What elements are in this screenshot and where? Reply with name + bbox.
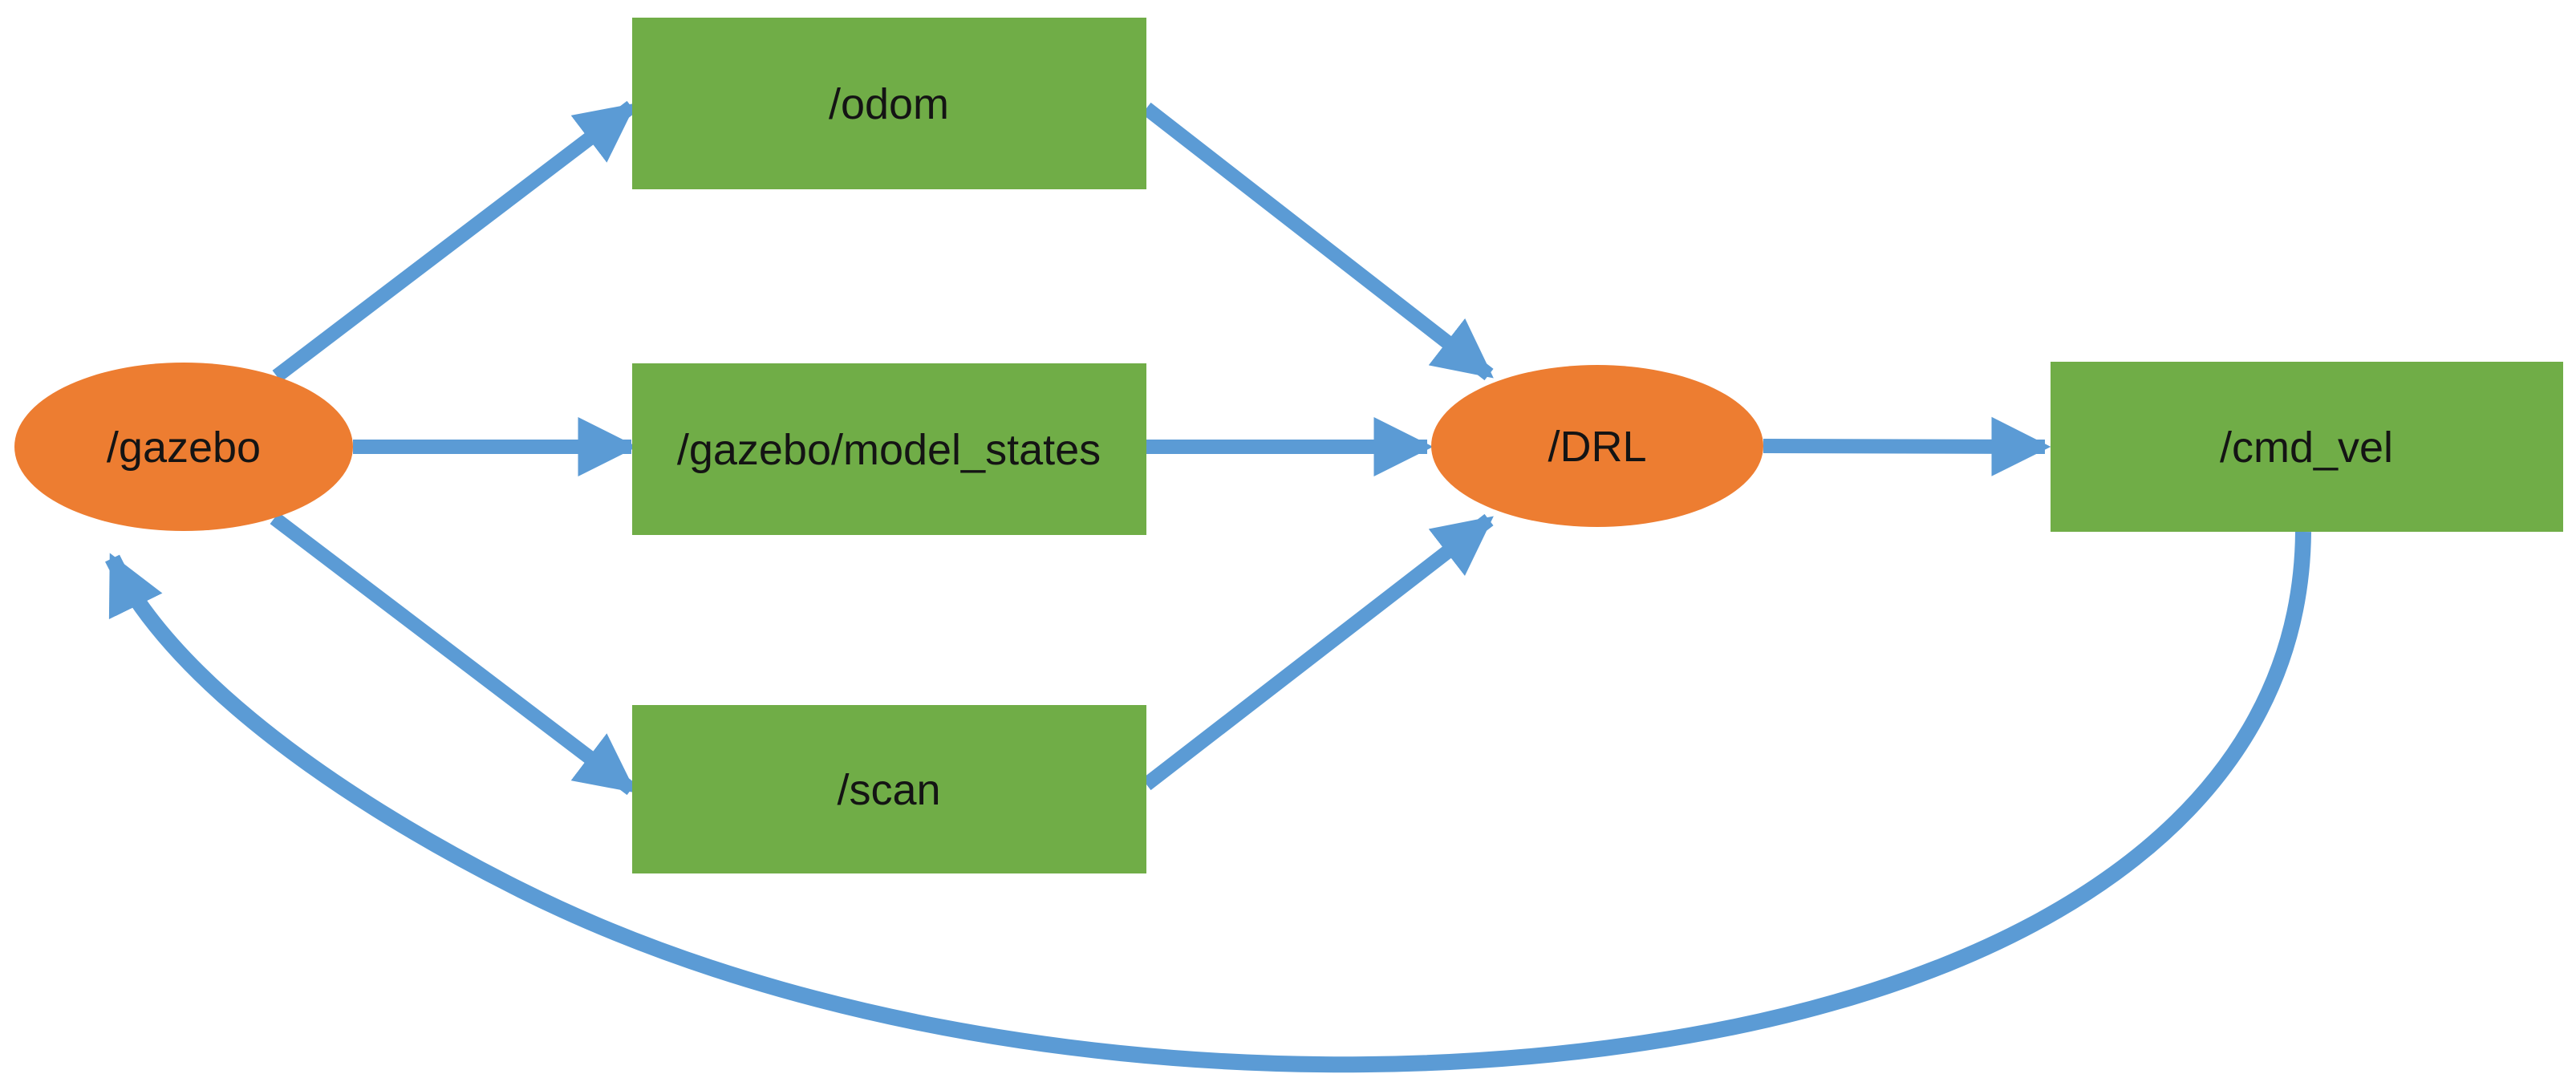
node-drl-ellipse [1431,365,1763,527]
node-drl-label: /DRL [1548,423,1646,471]
topic-cmd-vel-label: /cmd_vel [2220,424,2393,472]
topic-odom-label: /odom [829,80,949,128]
node-gazebo-ellipse [14,363,353,531]
edge-gazebo-to-scan [270,512,636,796]
edge-odom-to-drl [1142,102,1494,381]
topic-model-states-label: /gazebo/model_states [677,426,1101,474]
topic-scan-label: /scan [837,766,940,814]
topic-model-states-rect [632,363,1146,535]
topic-odom-rect [632,18,1146,189]
edges-layer [105,100,2311,1073]
node-gazebo-label: /gazebo [107,424,261,472]
topic-scan-rect [632,705,1146,873]
nodes-layer: /gazebo /DRL [14,363,1763,531]
edge-gazebo-to-odom [272,100,636,383]
edge-cmd-vel-to-gazebo-feedback [105,531,2311,1073]
topics-layer: /odom /gazebo/model_states /scan /cmd_ve… [632,18,2563,873]
edge-drl-to-cmd-vel [1763,416,2051,476]
topic-cmd-vel-rect [2051,362,2563,532]
edge-scan-to-drl [1142,513,1494,791]
